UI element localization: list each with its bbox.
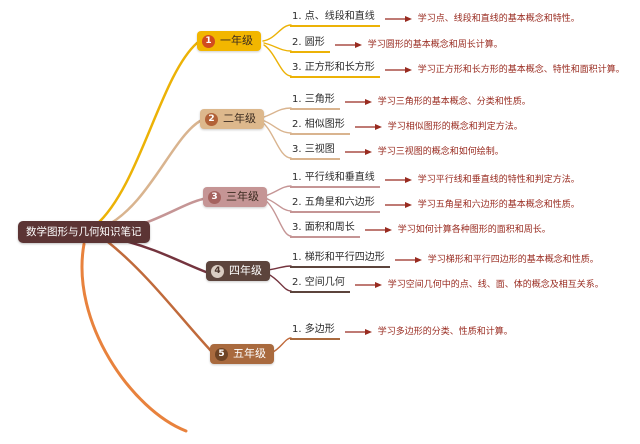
branch-number-badge: 5	[215, 347, 228, 361]
subtopic[interactable]: 1. 梯形和平行四边形 学习梯形和平行四边形的基本概念和性质。	[290, 251, 599, 268]
subtopic-desc: 学习正方形和长方形的基本概念、特性和面积计算。	[417, 65, 625, 75]
connector	[263, 42, 292, 52]
subtopic-title[interactable]: 1. 点、线段和直线	[290, 10, 380, 27]
connector	[267, 265, 292, 271]
branch-curve-grade4	[116, 237, 208, 274]
subtopic[interactable]: 1. 三角形 学习三角形的基本概念、分类和性质。	[290, 93, 531, 110]
connector	[264, 197, 292, 212]
branch-label: 三年级	[226, 190, 259, 203]
branch-number-badge: 1	[202, 34, 215, 48]
root-label: 数学图形与几何知识笔记	[26, 226, 142, 238]
branch-curve-grade1	[94, 41, 199, 227]
connector	[264, 185, 292, 197]
arrow-icon	[394, 257, 422, 263]
subtopic-desc: 学习平行线和垂直线的特性和判定方法。	[417, 175, 580, 185]
subtopic-title[interactable]: 3. 面积和周长	[290, 221, 360, 238]
subtopic-desc: 学习三视图的概念和如何绘制。	[377, 147, 504, 157]
subtopic[interactable]: 2. 五角星和六边形 学习五角星和六边形的基本概念和性质。	[290, 196, 580, 213]
arrow-icon	[384, 16, 412, 22]
connector	[270, 337, 292, 354]
branch-label: 五年级	[233, 347, 266, 360]
subtopic-title[interactable]: 3. 三视图	[290, 143, 340, 160]
subtopic-desc: 学习相似图形的概念和判定方法。	[387, 122, 523, 132]
subtopic-title[interactable]: 2. 五角星和六边形	[290, 196, 380, 213]
subtopic-desc: 学习点、线段和直线的基本概念和特性。	[417, 14, 580, 24]
arrow-icon	[344, 99, 372, 105]
decorative-curve	[80, 242, 188, 433]
subtopic-desc: 学习五角星和六边形的基本概念和性质。	[417, 200, 580, 210]
arrow-icon	[384, 67, 412, 73]
connector	[262, 24, 292, 42]
subtopic[interactable]: 3. 面积和周长 学习如何计算各种图形的面积和周长。	[290, 221, 551, 238]
arrow-icon	[384, 202, 412, 208]
branch-curve-grade2	[102, 119, 202, 229]
connector	[261, 119, 292, 134]
connector	[263, 44, 292, 77]
subtopic-desc: 学习梯形和平行四边形的基本概念和性质。	[427, 255, 599, 265]
arrow-icon	[344, 329, 372, 335]
branch-node-grade-4[interactable]: 4 四年级	[206, 261, 270, 281]
branch-label: 一年级	[220, 34, 253, 47]
branch-node-grade-1[interactable]: 1 一年级	[197, 31, 261, 51]
subtopic-title[interactable]: 1. 三角形	[290, 93, 340, 110]
subtopic[interactable]: 2. 相似图形 学习相似图形的概念和判定方法。	[290, 118, 523, 135]
branch-node-grade-5[interactable]: 5 五年级	[210, 344, 274, 364]
connector	[264, 199, 292, 237]
arrow-icon	[344, 149, 372, 155]
connector	[261, 121, 292, 159]
branch-node-grade-3[interactable]: 3 三年级	[203, 187, 267, 207]
arrow-icon	[384, 177, 412, 183]
subtopic[interactable]: 2. 圆形 学习圆形的基本概念和周长计算。	[290, 36, 503, 53]
subtopic-title[interactable]: 2. 圆形	[290, 36, 330, 53]
subtopic-title[interactable]: 2. 空间几何	[290, 276, 350, 293]
subtopic-title[interactable]: 2. 相似图形	[290, 118, 350, 135]
subtopic-title[interactable]: 1. 平行线和垂直线	[290, 171, 380, 188]
subtopic-desc: 学习如何计算各种图形的面积和周长。	[397, 225, 551, 235]
connector	[260, 107, 292, 119]
subtopic-title[interactable]: 1. 多边形	[290, 323, 340, 340]
connector	[267, 273, 292, 292]
branch-node-grade-2[interactable]: 2 二年级	[200, 109, 264, 129]
branch-curve-grade5	[106, 240, 214, 354]
subtopic[interactable]: 1. 点、线段和直线 学习点、线段和直线的基本概念和特性。	[290, 10, 580, 27]
subtopic[interactable]: 1. 多边形 学习多边形的分类、性质和计算。	[290, 323, 513, 340]
branch-number-badge: 2	[205, 112, 218, 126]
arrow-icon	[334, 42, 362, 48]
subtopic-desc: 学习圆形的基本概念和周长计算。	[367, 40, 503, 50]
subtopic-title[interactable]: 1. 梯形和平行四边形	[290, 251, 390, 268]
branch-number-badge: 4	[211, 264, 224, 278]
branch-label: 二年级	[223, 112, 256, 125]
arrow-icon	[354, 282, 382, 288]
subtopic[interactable]: 3. 正方形和长方形 学习正方形和长方形的基本概念、特性和面积计算。	[290, 61, 625, 78]
subtopic-desc: 学习空间几何中的点、线、面、体的概念及相互关系。	[387, 280, 604, 290]
root-node[interactable]: 数学图形与几何知识笔记	[18, 221, 150, 243]
branch-label: 四年级	[229, 264, 262, 277]
subtopic-desc: 学习三角形的基本概念、分类和性质。	[377, 97, 531, 107]
arrow-icon	[354, 124, 382, 130]
subtopic[interactable]: 2. 空间几何 学习空间几何中的点、线、面、体的概念及相互关系。	[290, 276, 604, 293]
subtopic[interactable]: 1. 平行线和垂直线 学习平行线和垂直线的特性和判定方法。	[290, 171, 580, 188]
subtopic-desc: 学习多边形的分类、性质和计算。	[377, 327, 513, 337]
branch-number-badge: 3	[208, 190, 221, 204]
subtopic-title[interactable]: 3. 正方形和长方形	[290, 61, 380, 78]
arrow-icon	[364, 227, 392, 233]
subtopic[interactable]: 3. 三视图 学习三视图的概念和如何绘制。	[290, 143, 504, 160]
